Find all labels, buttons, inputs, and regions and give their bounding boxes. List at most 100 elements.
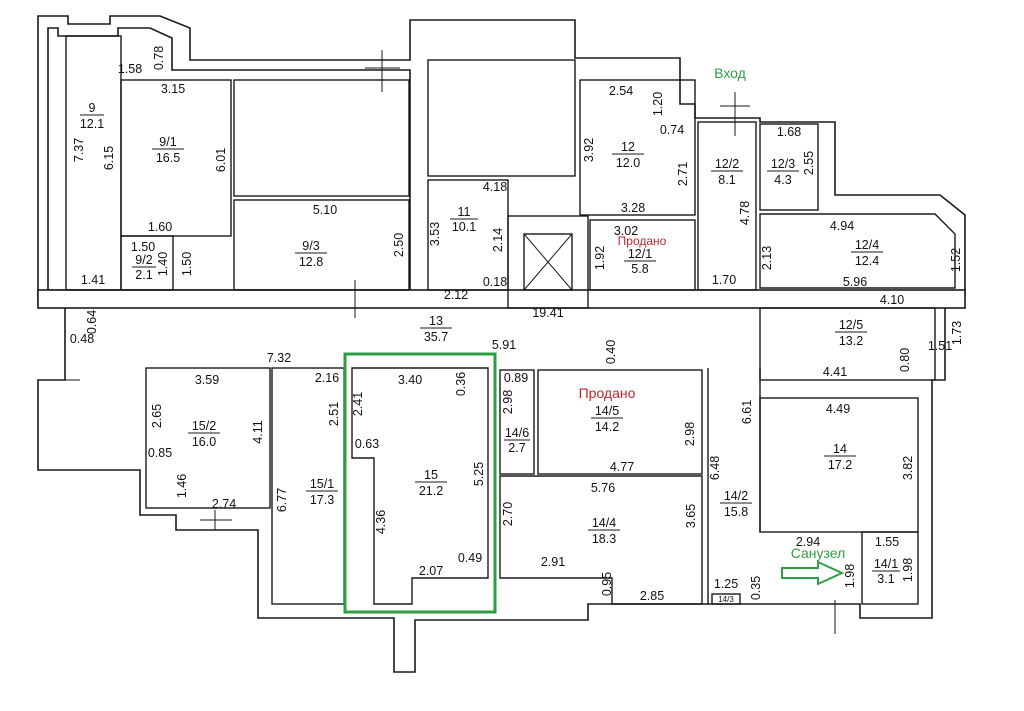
room-label-15[interactable]: 15 21.2: [415, 468, 447, 498]
room-number: 14/6: [505, 426, 529, 440]
room-12-1-outline: [589, 219, 696, 291]
room-label-12-1: 12/1 5.8: [624, 247, 656, 276]
dimension-label: 3.92: [582, 138, 596, 162]
dimension-label: 6.15: [102, 146, 116, 170]
dimension-label: 3.65: [684, 504, 698, 528]
room-area: 17.2: [828, 458, 852, 472]
room-9-3-outline: [233, 199, 410, 291]
dimension-label: 1.46: [175, 474, 189, 498]
dimension-label: 6.61: [740, 400, 754, 424]
dimension-label: 5.96: [843, 275, 867, 289]
room-12-2-outline: [697, 121, 757, 291]
dimension-label: 4.49: [826, 402, 850, 416]
dimension-label: 1.52: [949, 248, 963, 272]
dimension-label: 0.89: [504, 371, 528, 385]
dimension-label: 0.40: [604, 340, 618, 364]
room-label-13: 13 35.7: [420, 314, 452, 344]
room-area: 4.3: [774, 173, 791, 187]
room-area: 10.1: [452, 220, 476, 234]
room-12-5-outline: [759, 307, 936, 381]
dimension-label: 2.14: [491, 228, 505, 252]
room-number: 12/4: [855, 238, 879, 252]
dimension-label: 4.36: [374, 510, 388, 534]
dimension-label: 1.50: [180, 252, 194, 276]
room-14-6-outline: [499, 369, 535, 475]
dimension-label: 1.50: [131, 240, 155, 254]
restroom-arrow: [781, 560, 845, 586]
elevator-cross-b: [523, 233, 573, 291]
dimension-label: 3.40: [398, 373, 422, 387]
room-label-14-6: 14/6 2.7: [504, 426, 530, 455]
dimension-label: 2.71: [676, 162, 690, 186]
dimension-label: 2.70: [501, 502, 515, 526]
dimension-label: 1.41: [81, 273, 105, 287]
dimension-label: 6.48: [708, 456, 722, 480]
room-area: 17.3: [310, 493, 334, 507]
room-area: 12.8: [299, 255, 323, 269]
room-label-14: 14 17.2: [824, 442, 856, 472]
dimension-label: 0.63: [355, 437, 379, 451]
room-number: 14/3: [718, 595, 734, 604]
room-number: 9/3: [302, 239, 319, 253]
room-number: 14/5: [595, 404, 619, 418]
dimension-label: 3.28: [621, 201, 645, 215]
room-area: 12.4: [855, 254, 879, 268]
room-number: 14/2: [724, 489, 748, 503]
dimension-label: 0.36: [454, 372, 468, 396]
room-label-14-4: 14/4 18.3: [588, 516, 620, 546]
dimension-label: 4.10: [880, 293, 904, 307]
dimension-label: 2.55: [802, 151, 816, 175]
room-number: 12/2: [715, 157, 739, 171]
dimension-label: 1.98: [901, 558, 915, 582]
sold-label-14-5: Продано: [579, 385, 636, 401]
dimension-label: 1.73: [950, 321, 964, 345]
room-label-14-2: 14/2 15.8: [720, 489, 752, 519]
room-number: 15/2: [192, 419, 216, 433]
room-area: 12.0: [616, 156, 640, 170]
room-area: 35.7: [424, 330, 448, 344]
dimension-label: 2.98: [501, 390, 515, 414]
room-area: 12.1: [80, 117, 104, 131]
room-area: 14.2: [595, 420, 619, 434]
room-label-12-3: 12/3 4.3: [767, 157, 799, 187]
dimension-label: 2.85: [640, 589, 664, 603]
dimension-label: 2.07: [419, 564, 443, 578]
dimension-label: 5.76: [591, 481, 615, 495]
room-number: 9/1: [159, 135, 176, 149]
room-label-12-5: 12/5 13.2: [835, 318, 867, 348]
dimension-label: 4.11: [251, 420, 265, 443]
room-number: 12: [621, 140, 635, 154]
room-area: 3.1: [877, 572, 894, 586]
dimension-label: 3.53: [428, 222, 442, 246]
highlight-unit-15[interactable]: [343, 352, 497, 614]
room-12-4-outline: [759, 213, 956, 289]
dimension-label: 2.13: [760, 246, 774, 270]
dimension-label: 0.35: [749, 576, 763, 600]
room-area: 16.0: [192, 435, 216, 449]
dimension-label: 2.41: [351, 392, 365, 416]
dimension-label: 0.78: [152, 46, 166, 70]
dimension-label: 3.82: [901, 456, 915, 480]
dimension-label: 0.80: [898, 348, 912, 372]
room-label-12-4: 12/4 12.4: [851, 238, 883, 268]
dimension-label: 2.12: [444, 288, 468, 302]
entrance-label: Вход: [714, 65, 746, 81]
room-label-15-1: 15/1 17.3: [306, 477, 338, 507]
sold-label-12-1: Продано: [618, 234, 667, 248]
room-15-outline: [351, 367, 489, 605]
dimension-label: 2.98: [683, 422, 697, 446]
dimension-label: 1.68: [777, 125, 801, 139]
room-area: 8.1: [718, 173, 735, 187]
room-number: 15/1: [310, 477, 334, 491]
room-label-14-5: 14/5 14.2: [591, 404, 623, 434]
dimension-label: 7.32: [267, 351, 291, 365]
dimension-label: 6.01: [214, 148, 228, 172]
room-label-14-1: 14/1 3.1: [872, 557, 900, 586]
room-9-2-outline: [120, 235, 174, 291]
dimension-label: 1.40: [156, 252, 170, 276]
dimension-label: 0.64: [85, 310, 99, 334]
room-number: 14: [833, 442, 847, 456]
room-number: 9/2: [135, 253, 152, 267]
dimension-label: 4.18: [483, 180, 507, 194]
